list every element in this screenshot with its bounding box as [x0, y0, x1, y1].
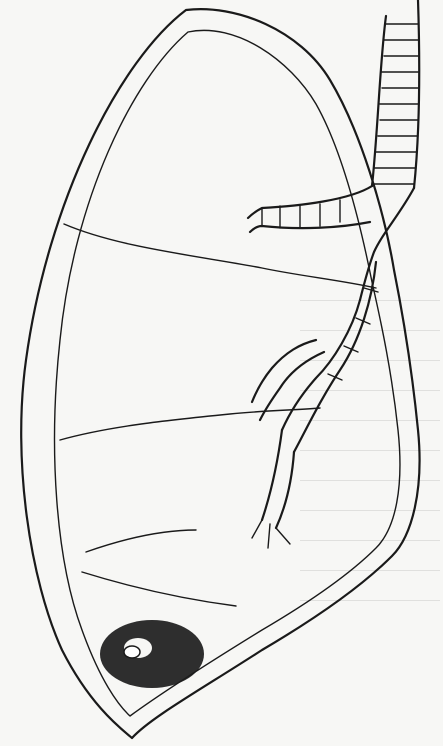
upper-fissure-line [64, 224, 376, 288]
lower-fissure-line-2 [86, 530, 196, 552]
lower-fissure-line-1 [82, 572, 236, 606]
trachea-icon [372, 0, 419, 188]
inner-lung-outline [55, 30, 400, 716]
lesion-icon [100, 620, 204, 688]
